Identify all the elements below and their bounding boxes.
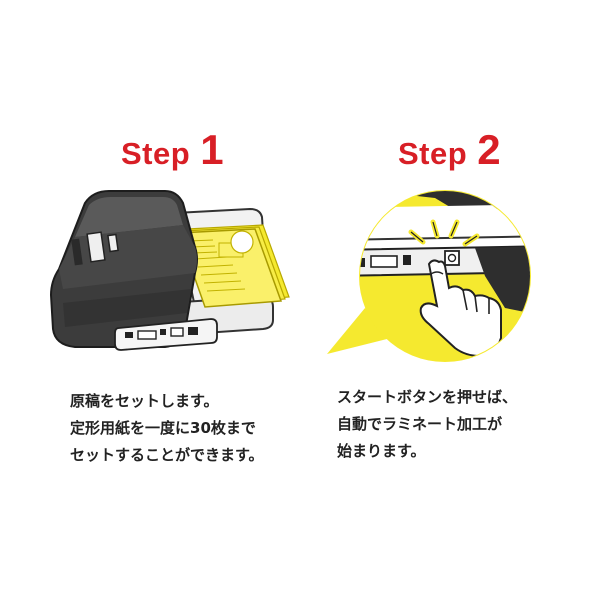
step1-word: Step: [121, 136, 191, 171]
step1-line-3: セットすることができます。: [70, 446, 264, 464]
step1-line-1: 原稿をセットします。: [70, 392, 219, 410]
step2-word: Step: [398, 136, 468, 171]
step1-line-2: 定形用紙を一度に30枚まで: [70, 419, 256, 437]
start-button-icon: [444, 250, 460, 266]
step1-description: 原稿をセットします。 定形用紙を一度に30枚まで セットすることができます。: [70, 388, 264, 469]
start-button-illustration: [325, 188, 540, 370]
step2-number: 2: [477, 126, 502, 173]
step1-number: 1: [200, 126, 225, 173]
laminator-machine-icon: [49, 190, 290, 351]
pointing-hand-icon: [327, 190, 531, 362]
step2-title: Step 2: [398, 126, 501, 174]
step2-description: スタートボタンを押せば、 自動でラミネート加工が 始まります。: [337, 384, 517, 465]
laminator-illustration: [45, 185, 290, 360]
step2-line-3: 始まります。: [337, 442, 426, 460]
step2-line-1: スタートボタンを押せば、: [337, 388, 518, 406]
step1-title: Step 1: [121, 126, 224, 174]
step2-line-2: 自動でラミネート加工が: [337, 415, 503, 433]
